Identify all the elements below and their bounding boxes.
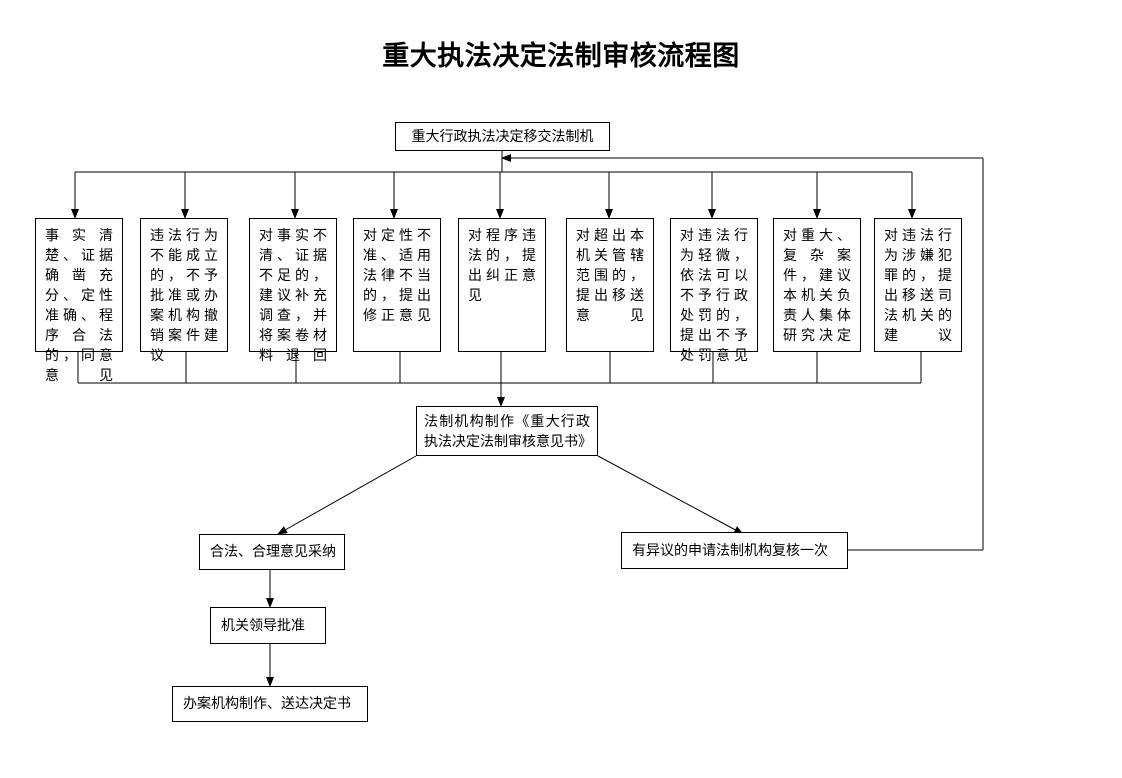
page-title: 重大执法决定法制审核流程图: [382, 41, 740, 72]
opinion-box-1: 事实清楚、证据确凿充分、定性准确、程序合法的，同意意见: [35, 218, 123, 384]
opinion-box-7: 对违法行为轻微，依法可以不予行政处罚的，提出不予处罚意见: [670, 218, 758, 364]
opinion-box-8: 对重大、复杂案件，建议本机关负责人集体研究决定: [773, 218, 861, 352]
opinion-box-3: 对事实不清、证据不足的，建议补充调查，并将案卷材料退回: [249, 218, 337, 364]
review-request-box-label: 有异议的申请法制机构复核一次: [632, 542, 828, 559]
arrow-to-review: [597, 455, 744, 535]
final-box-label: 办案机构制作、送达决定书: [183, 696, 351, 712]
opinion-box-2: 违法行为不能成立的，不予批准或办案机构撤销案件建议: [140, 218, 228, 364]
review-request-box: 有异议的申请法制机构复核一次: [621, 532, 848, 569]
opinion-box-5: 对程序违法的，提出纠正意见: [458, 218, 546, 352]
opinion-box-4: 对定性不准、适用法律不当的，提出修正意见: [353, 218, 441, 352]
final-box: 办案机构制作、送达决定书: [172, 686, 368, 722]
review-opinion-box: 法制机构制作《重大行政执法决定法制审核意见书》: [416, 406, 598, 456]
transfer-box: 重大行政执法决定移交法制机: [395, 122, 610, 151]
approve-box-label: 机关领导批准: [221, 617, 305, 634]
transfer-box-label: 重大行政执法决定移交法制机: [411, 128, 594, 145]
opinion-box-9: 对违法行为涉嫌犯罪的，提出移送司法机关的建议: [874, 218, 962, 352]
adopt-box-label: 合法、合理意见采纳: [210, 544, 336, 560]
opinion-box-6: 对超出本机关管辖范围的，提出移送意见: [566, 218, 654, 352]
arrow-to-adopt: [277, 455, 417, 535]
adopt-box: 合法、合理意见采纳: [199, 534, 345, 570]
approve-box: 机关领导批准: [210, 607, 326, 644]
